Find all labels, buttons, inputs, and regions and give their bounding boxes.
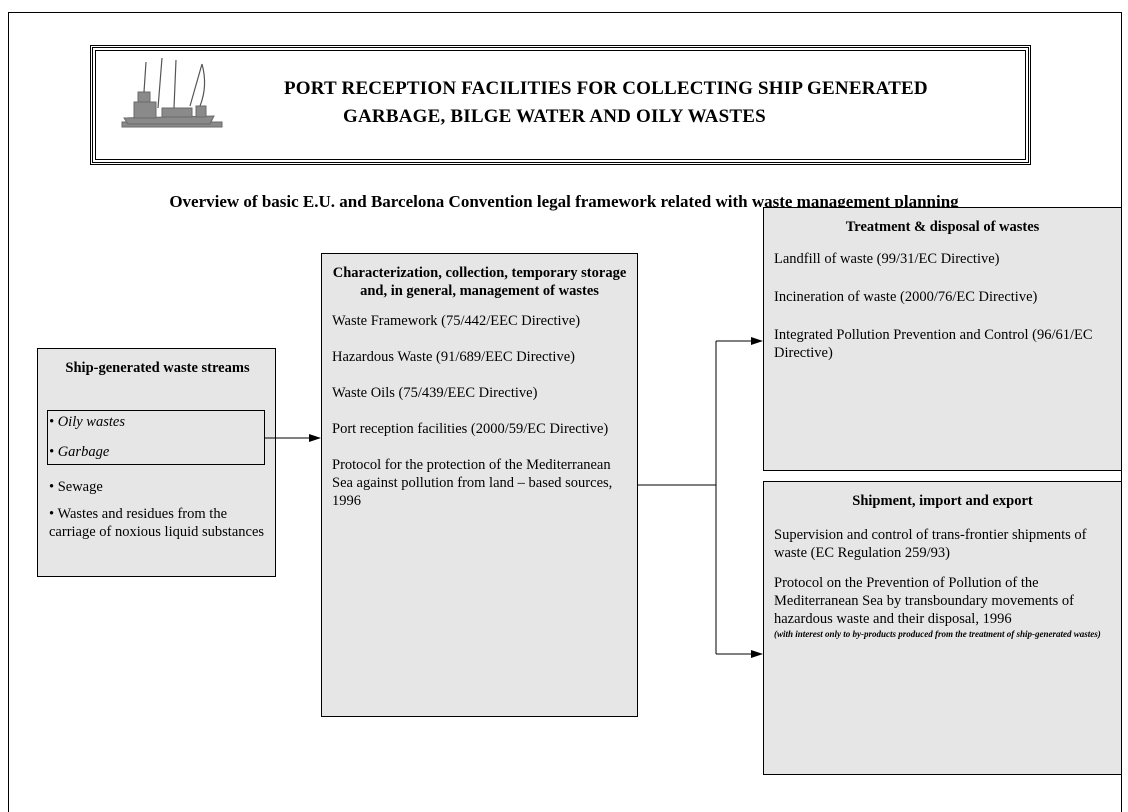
oily-garbage-group-box: [47, 410, 265, 465]
list-item: Landfill of waste (99/31/EC Directive): [774, 251, 1000, 267]
ship-waste-streams-title: Ship-generated waste streams: [65, 360, 250, 376]
shipment-box: Shipment, import and export Supervision …: [763, 481, 1122, 775]
shipment-note: (with interest only to by-products produ…: [774, 629, 1101, 639]
list-item: Waste Framework (75/442/EEC Directive): [332, 313, 581, 329]
list-item: Supervision and control of trans-frontie…: [774, 527, 1087, 561]
waste-management-box: Characterization, collection, temporary …: [321, 253, 638, 717]
list-item: Port reception facilities (2000/59/EC Di…: [332, 421, 609, 437]
list-item-sewage: • Sewage: [49, 479, 103, 495]
list-item: Integrated Pollution Prevention and Cont…: [774, 327, 1093, 361]
diagram-subtitle: Overview of basic E.U. and Barcelona Con…: [169, 192, 959, 211]
shipment-title: Shipment, import and export: [852, 493, 1033, 509]
header-title-line-2: GARBAGE, BILGE WATER AND OILY WASTES: [343, 106, 766, 127]
header-title-line-1: PORT RECEPTION FACILITIES FOR COLLECTING…: [284, 78, 928, 99]
list-item-oily-wastes: • Oily wastes: [49, 414, 125, 430]
list-item: Protocol on the Prevention of Pollution …: [774, 575, 1074, 627]
list-item: Hazardous Waste (91/689/EEC Directive): [332, 349, 575, 365]
ship-waste-streams-box: Ship-generated waste streams: [37, 348, 276, 577]
list-item: Protocol for the protection of the Medit…: [332, 457, 613, 509]
waste-management-title: Characterization, collection, temporary …: [332, 265, 627, 299]
treatment-disposal-title: Treatment & disposal of wastes: [845, 219, 1040, 235]
list-item-noxious-liquid: • Wastes and residues from the carriage …: [49, 506, 265, 540]
list-item-garbage: • Garbage: [49, 444, 110, 460]
list-item: Waste Oils (75/439/EEC Directive): [332, 385, 538, 401]
header-box: [90, 45, 1031, 165]
list-item: Incineration of waste (2000/76/EC Direct…: [774, 289, 1038, 305]
ship-crane-icon: [121, 57, 223, 128]
treatment-disposal-box: Treatment & disposal of wastes Landfill …: [763, 207, 1122, 471]
